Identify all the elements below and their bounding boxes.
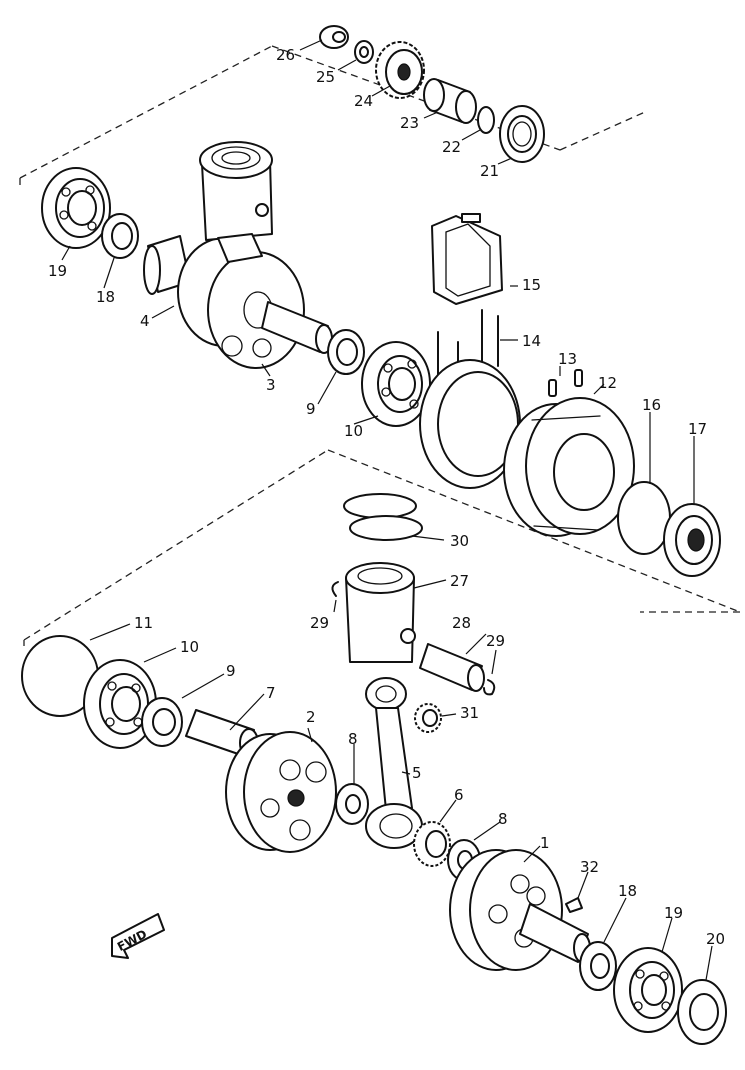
- label-6: 6: [454, 786, 464, 804]
- part-29-circlip-right: [483, 679, 496, 696]
- label-7: 7: [266, 684, 276, 702]
- fwd-arrow-icon: FWD: [111, 913, 165, 959]
- part-21-oil-seal: [499, 105, 545, 163]
- part-3-piston-upper: [199, 141, 273, 263]
- part-2-crank-wheel-left: [225, 731, 337, 853]
- label-14: 14: [522, 332, 541, 350]
- label-30: 30: [450, 532, 469, 550]
- label-18-upper: 18: [96, 288, 115, 306]
- label-27: 27: [450, 572, 469, 590]
- label-24: 24: [354, 92, 373, 110]
- upper-frame-dashed: [19, 45, 646, 186]
- part-32-woodruff-key: [565, 897, 583, 913]
- label-1: 1: [540, 834, 550, 852]
- part-10-bearing-lower: [83, 659, 157, 749]
- label-2: 2: [306, 708, 316, 726]
- label-21: 21: [480, 162, 499, 180]
- part-18-shim-lower: [579, 941, 617, 991]
- label-20: 20: [706, 930, 725, 948]
- label-3: 3: [266, 376, 276, 394]
- label-23: 23: [400, 114, 419, 132]
- label-13: 13: [558, 350, 577, 368]
- part-30-piston-rings: [343, 493, 423, 541]
- label-9-lower: 9: [226, 662, 236, 680]
- part-24-gear: [375, 41, 425, 99]
- label-18-lower: 18: [618, 882, 637, 900]
- part-28-piston-pin: [419, 643, 485, 692]
- label-22: 22: [442, 138, 461, 156]
- part-5-connecting-rod: [365, 677, 423, 849]
- part-19-bearing-lower: [613, 947, 683, 1033]
- part-31-needle-bearing: [414, 703, 442, 733]
- label-29-left: 29: [310, 614, 329, 632]
- label-17: 17: [688, 420, 707, 438]
- part-20-oil-seal: [677, 979, 727, 1045]
- label-11: 11: [134, 614, 153, 632]
- label-8-right: 8: [498, 810, 508, 828]
- part-13-dowel-pins: [548, 369, 583, 397]
- part-27-piston: [345, 562, 416, 663]
- label-31: 31: [460, 704, 479, 722]
- part-10-bearing-upper: [361, 341, 431, 427]
- label-10-lower: 10: [180, 638, 199, 656]
- label-15: 15: [522, 276, 541, 294]
- part-4-crankshaft-assembly: [143, 235, 333, 369]
- part-25-washer: [354, 40, 374, 64]
- label-19-upper: 19: [48, 262, 67, 280]
- part-19-bearing-upper: [41, 167, 111, 249]
- part-17-oil-seal: [663, 503, 721, 577]
- part-8-thrust-washer-left: [335, 783, 369, 825]
- label-12: 12: [598, 374, 617, 392]
- part-18-shim-upper: [101, 213, 139, 259]
- label-8-left: 8: [348, 730, 358, 748]
- label-10-upper: 10: [344, 422, 363, 440]
- part-1-crank-wheel-right: [449, 849, 591, 971]
- label-25: 25: [316, 68, 335, 86]
- part-12-crank-ring: [503, 397, 635, 537]
- label-28: 28: [452, 614, 471, 632]
- part-29-circlip-left: [331, 581, 339, 597]
- label-29-right: 29: [486, 632, 505, 650]
- label-32: 32: [580, 858, 599, 876]
- leader-lines: [61, 39, 713, 981]
- label-5: 5: [412, 764, 422, 782]
- label-19-lower: 19: [664, 904, 683, 922]
- part-23-collar: [423, 78, 477, 124]
- label-9-upper: 9: [306, 400, 316, 418]
- part-16-circlip: [617, 481, 671, 555]
- part-9-shim-lower: [141, 697, 183, 747]
- part-9-shim-upper: [327, 329, 365, 375]
- label-16: 16: [642, 396, 661, 414]
- part-15-reed-cage: [431, 213, 503, 305]
- part-22-o-ring: [477, 106, 495, 134]
- part-6-needle-bearing: [413, 821, 451, 867]
- label-4: 4: [140, 312, 150, 330]
- part-26-nut: [319, 25, 349, 49]
- label-26: 26: [276, 46, 295, 64]
- part-number-labels: 26 25 24 23 22 21 19 18 4 3 9 10 15 14 1…: [48, 46, 725, 948]
